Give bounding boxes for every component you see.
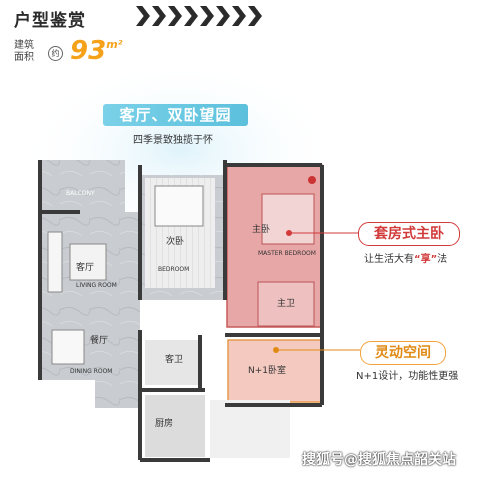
callout-flex-title: 灵动空间 [360,341,446,365]
master-bed [261,193,315,245]
callout-flex-sub: N+1设计，功能性更强 [356,371,459,382]
room-label-master-bath: 主卫 [277,299,296,309]
sofa [47,231,63,293]
callout-suite-sub: 让生活大有“享”法 [364,254,448,265]
room-label-bedroom2-en: BEDROOM [158,266,190,273]
room-label-living-en: LIVING ROOM [76,282,117,289]
chevrons-icon [136,6,262,26]
bed-small [154,185,204,227]
page-title: 户型鉴赏 [14,11,86,31]
room-label-master-en: MASTER BEDROOM [258,250,316,257]
corridor-floor [210,400,290,458]
room-label-n1: N+1卧室 [248,366,286,376]
master-bath-floor [257,281,315,327]
watermark: 搜狐号@搜狐焦点韶关站 [302,452,456,468]
area-value: 93m² [70,36,123,66]
feature-banner: 客厅、双卧望园 [103,104,248,126]
marker-dot [308,176,316,184]
area-label: 建筑面积 [14,40,34,63]
balcony-area [40,160,125,212]
coffee-table [69,243,107,281]
guest-bath-floor [145,340,200,385]
room-label-kitchen: 厨房 [155,419,174,429]
room-label-bedroom2: 次卧 [166,237,185,247]
room-label-balcony: BALCONY [66,190,95,197]
approx-badge: 约 [48,46,63,61]
room-label-dining-en: DINING ROOM [70,368,113,375]
room-label-master: 主卧 [252,225,271,235]
room-label-dining: 餐厅 [90,336,109,346]
callout-suite-title: 套房式主卧 [358,222,460,246]
feature-banner-sub: 四季景致独揽于怀 [133,135,213,146]
dining-table [51,329,85,365]
kitchen-floor [145,395,205,457]
room-label-living: 客厅 [76,263,95,273]
room-label-guest-bath: 客卫 [165,355,184,365]
